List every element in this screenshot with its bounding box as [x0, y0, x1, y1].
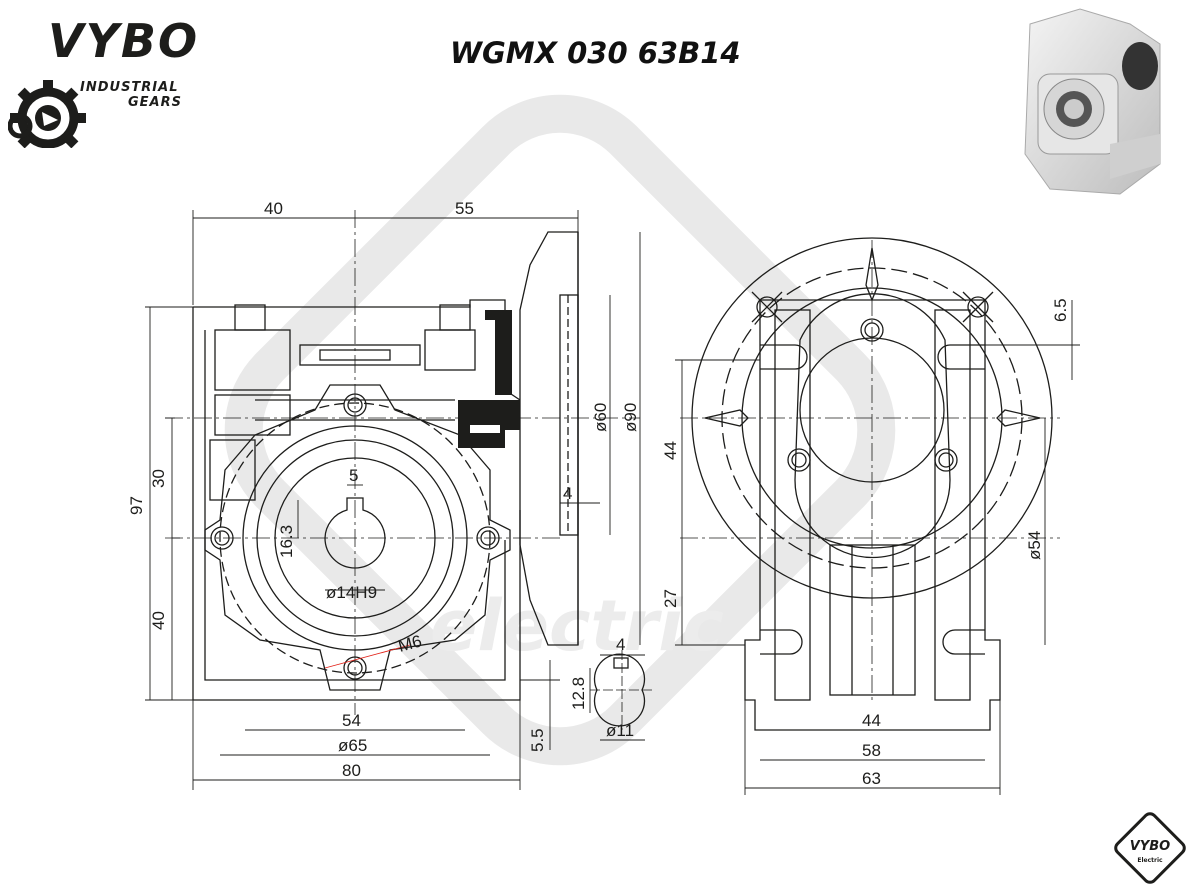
badge-sub-text: Electric: [1137, 857, 1163, 864]
dim-bore: ø14H9: [326, 583, 377, 602]
dim-40-top: 40: [264, 199, 283, 218]
dim-54: 54: [342, 711, 361, 730]
dim-flange-4: 4: [563, 484, 572, 503]
dim-shaft-4: 4: [616, 635, 625, 654]
dim-30: 30: [149, 469, 168, 488]
right-view: [680, 237, 1060, 731]
dim-d60: ø60: [591, 403, 610, 432]
dim-12-8: 12.8: [569, 677, 588, 710]
dim-97: 97: [127, 496, 146, 515]
brand-badge: VYBO Electric: [1110, 808, 1190, 888]
dim-80: 80: [342, 761, 361, 780]
dimension-labels: 40 55 97 30 40 5 16.3 ø14H9 M6 54 ø65 80…: [127, 199, 1070, 788]
brand-name: VYBO: [48, 14, 200, 68]
dim-key-5: 5: [349, 466, 358, 485]
product-photo: [1010, 4, 1165, 196]
dim-16-3: 16.3: [277, 525, 296, 558]
dim-d90: ø90: [621, 403, 640, 432]
dim-d11: ø11: [606, 721, 634, 740]
dimension-lines: [145, 210, 1080, 795]
page-title: WGMX 030 63B14: [450, 36, 741, 70]
watermark-text: electric: [430, 585, 724, 667]
brand-logo: [7, 18, 208, 156]
watermark: electric: [224, 94, 896, 766]
brand-line-gears: GEARS: [128, 95, 182, 110]
gear-icon: [7, 80, 86, 156]
dim-d65: ø65: [338, 736, 367, 755]
dim-44-vert: 44: [661, 441, 680, 460]
dim-63: 63: [862, 769, 881, 788]
dim-55-top: 55: [455, 199, 474, 218]
dim-5-5: 5.5: [528, 728, 547, 752]
dim-d54: ø54: [1025, 531, 1044, 560]
motor-flange: [519, 231, 579, 646]
dim-40-left: 40: [149, 611, 168, 630]
dim-44-horiz: 44: [862, 711, 881, 730]
dim-58: 58: [862, 741, 881, 760]
brand-line-industrial: INDUSTRIAL: [80, 80, 179, 95]
dim-6-5: 6.5: [1051, 298, 1070, 322]
dim-27: 27: [661, 589, 680, 608]
badge-logo-text: VYBO: [1130, 839, 1170, 854]
left-view: [165, 210, 640, 715]
shaft-section: [590, 650, 655, 730]
